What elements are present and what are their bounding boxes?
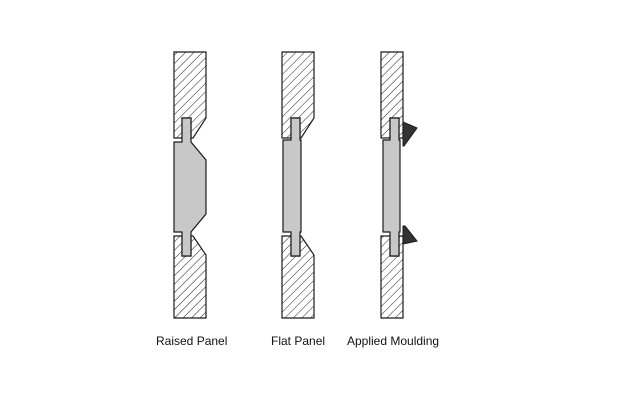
flat-panel-caption: Flat Panel	[271, 334, 326, 348]
raised-panel-board	[173, 117, 207, 257]
applied-bottom-moulding	[402, 225, 418, 245]
applied-panel-board	[382, 117, 401, 257]
applied-top-moulding	[402, 121, 418, 147]
applied-moulding-caption: Applied Moulding	[347, 334, 440, 348]
flat-panel-board	[282, 117, 302, 257]
flat-panel-section	[281, 51, 315, 319]
raised-panel-caption: Raised Panel	[156, 334, 228, 348]
raised-panel-section	[173, 51, 207, 319]
applied-moulding-section	[380, 51, 418, 319]
